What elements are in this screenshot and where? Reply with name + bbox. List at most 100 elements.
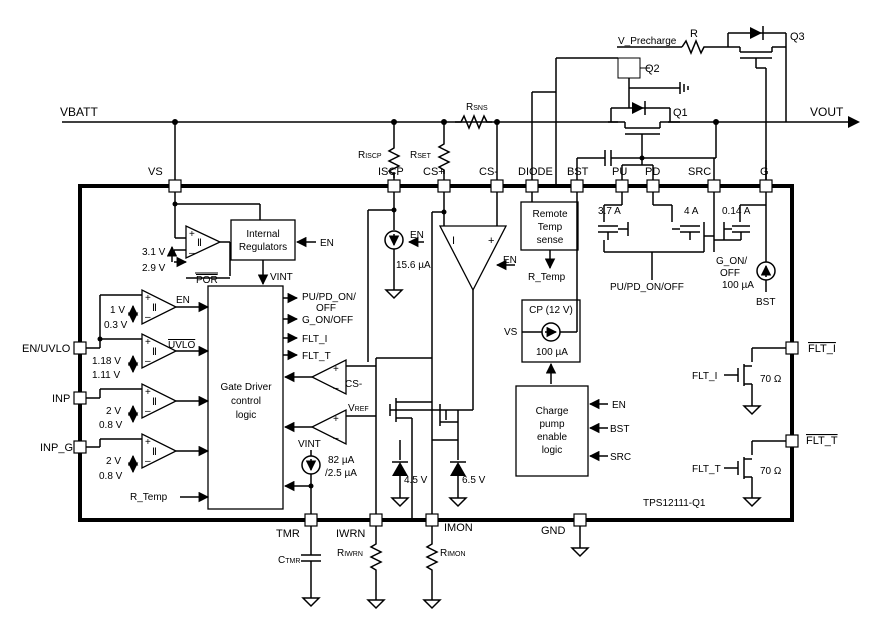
pin-iwrn-label: IWRN	[336, 528, 365, 540]
pin-inp-label: INP	[52, 393, 70, 405]
pin-flt-t	[785, 434, 799, 448]
pin-flt-i-label: FLT_I	[808, 343, 836, 355]
pin-tmr-label: TMR	[276, 528, 300, 540]
por-label: POR	[196, 275, 218, 286]
pin-iscp	[387, 179, 401, 193]
pin-cs-minus	[490, 179, 504, 193]
svg-text:+: +	[145, 337, 151, 348]
top-pins: VS ISCP CS+ CS- DIODE BST PU PD SRC G	[148, 166, 773, 193]
svg-text:–: –	[189, 248, 195, 259]
q1-label: Q1	[673, 107, 688, 119]
cp-enable-l4: logic	[542, 445, 563, 456]
pin-bst	[570, 179, 584, 193]
pin-vs	[168, 179, 182, 193]
remote-temp-l3: sense	[537, 235, 564, 246]
svg-text:Ⅱ: Ⅱ	[152, 447, 157, 458]
pin-inp-g	[73, 440, 87, 454]
remote-temp-l1: Remote	[532, 209, 567, 220]
pin-src	[707, 179, 721, 193]
gate-driver-block	[207, 285, 284, 510]
pin-imon	[425, 513, 439, 527]
gate-driver-l3: logic	[236, 410, 257, 421]
internal-regulators-l1: Internal	[246, 229, 279, 240]
uvlo-hi: 1.18 V	[92, 356, 121, 367]
svg-text:–: –	[145, 312, 151, 323]
pu-current: 3.7 A	[598, 206, 621, 217]
pin-tmr	[304, 513, 318, 527]
r70-a: 70 Ω	[760, 374, 782, 385]
out-g-on-off: G_ON/OFF	[302, 315, 353, 326]
zener-45: 4.5 V	[404, 475, 428, 486]
pin-inp-g-label: INP_G	[40, 442, 73, 454]
pin-cs-plus	[437, 179, 451, 193]
cp-enable-l3: enable	[537, 432, 567, 443]
uvlo-label: UVLO	[168, 340, 195, 351]
r-label: R	[690, 28, 698, 40]
tmr-current-l1: 82 µA	[328, 455, 355, 466]
r-temp-in: R_Temp	[130, 492, 168, 503]
v-precharge-label: V_Precharge	[618, 36, 677, 47]
rset-label: RSET	[410, 150, 432, 161]
vint-label: VINT	[270, 272, 293, 283]
rimon-label: RIMON	[440, 548, 466, 559]
svg-text:–: –	[333, 433, 339, 444]
en-hi: 1 V	[110, 305, 125, 316]
svg-text:–: –	[333, 383, 339, 394]
cp-current: 100 µA	[536, 347, 568, 358]
pin-gnd	[573, 513, 587, 527]
flt-i-in: FLT_I	[692, 371, 717, 382]
q2-label: Q2	[645, 63, 660, 75]
svg-text:+: +	[333, 414, 339, 425]
amp-plus: +	[488, 235, 494, 247]
amp-en: EN	[503, 255, 517, 266]
pin-pu-label: PU	[612, 166, 627, 178]
cp-vs: VS	[504, 327, 518, 338]
pin-flt-i	[785, 341, 799, 355]
pin-g-label: G	[760, 166, 769, 178]
pin-g	[759, 179, 773, 193]
pd-current: 4 A	[684, 206, 699, 217]
pin-bst-label: BST	[567, 166, 589, 178]
rsns-label: RSNS	[466, 102, 488, 113]
pin-gnd-label: GND	[541, 525, 566, 537]
pin-en-uvlo	[73, 341, 87, 355]
inpg-lo: 0.8 V	[99, 471, 123, 482]
svg-text:+: +	[145, 293, 151, 304]
amp-i: I	[452, 235, 455, 247]
g-on-off-l1: G_ON/	[716, 256, 747, 267]
zener-65: 6.5 V	[462, 475, 486, 486]
svg-text:Ⅱ: Ⅱ	[197, 238, 202, 249]
riscp-label: RISCP	[358, 150, 382, 161]
charge-pump-enable-block	[515, 385, 589, 477]
inp-hi: 2 V	[106, 406, 121, 417]
internal-regulators-l2: Regulators	[239, 242, 287, 253]
out-pu-pd-l1: PU/PD_ON/	[302, 292, 356, 303]
gate-driver-l1: Gate Driver	[220, 382, 272, 393]
svg-text:Ⅱ: Ⅱ	[152, 347, 157, 358]
iscp-current: 15.6 µA	[396, 260, 431, 271]
svg-text:–: –	[145, 456, 151, 467]
pin-iwrn	[369, 513, 383, 527]
pu-pd-bottom: PU/PD_ON/OFF	[610, 282, 684, 293]
uvlo-lo: 1.11 V	[92, 370, 120, 381]
svg-text:Ⅱ: Ⅱ	[152, 397, 157, 408]
q3-label: Q3	[790, 31, 805, 43]
vint-tmr: VINT	[298, 439, 321, 450]
g-bst: BST	[756, 297, 775, 308]
vout-label: VOUT	[810, 105, 844, 119]
inpg-hi: 2 V	[106, 456, 121, 467]
r-temp-out: R_Temp	[528, 272, 566, 283]
cp-block	[521, 299, 581, 363]
src-current: 0.14 A	[722, 206, 751, 217]
svg-text:–: –	[145, 356, 151, 367]
pin-en-uvlo-label: EN/UVLO	[22, 343, 71, 355]
iscp-en: EN	[410, 230, 424, 241]
svg-text:Ⅱ: Ⅱ	[152, 303, 157, 314]
out-flt-i: FLT_I	[302, 334, 327, 345]
en-comp-label: EN	[176, 295, 190, 306]
cpe-en: EN	[612, 400, 626, 411]
vref-label: VREF	[348, 403, 369, 414]
pin-pd	[646, 179, 660, 193]
svg-text:+: +	[333, 364, 339, 375]
pin-diode	[525, 179, 539, 193]
